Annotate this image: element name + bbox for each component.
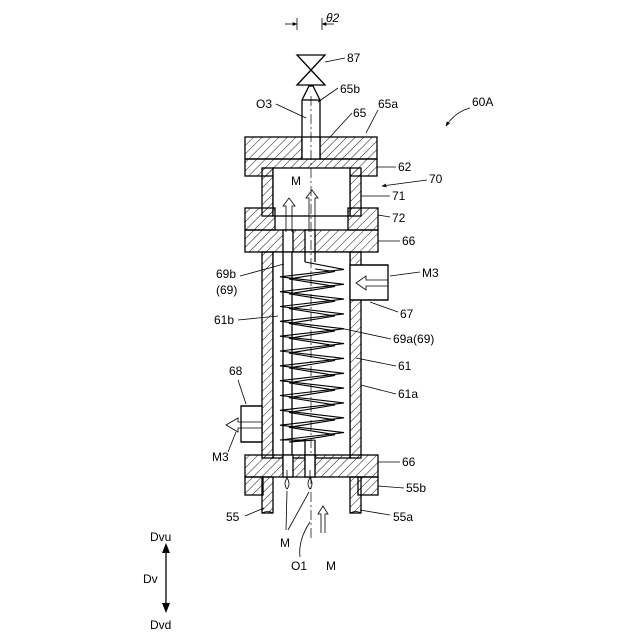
leader-68 [238,380,246,404]
leader-55a [360,510,390,515]
leader-65a [366,110,378,133]
label-66-top: 66 [402,234,416,248]
label-69a: 69a(69) [393,332,434,346]
leader-65b [318,88,338,102]
leader-67 [370,302,398,312]
leader-65 [330,113,352,137]
label-55b: 55b [406,481,426,495]
label-O1: O1 [291,559,307,573]
leader-M3-left [228,432,236,452]
label-theta2: θ2 [326,11,340,25]
label-Dvu: Dvu [150,530,171,544]
label-62: 62 [398,160,412,174]
label-65b: 65b [340,82,360,96]
label-61a: 61a [398,387,418,401]
label-M3-left: M3 [212,450,229,464]
valve-87 [297,55,325,85]
label-61b: 61b [214,313,234,327]
vertical-direction-arrow [162,543,170,613]
label-65: 65 [353,106,367,120]
label-Dvd: Dvd [150,618,171,632]
label-69b: 69b [216,267,236,281]
label-M-top: M [291,174,301,188]
inlet-pipe-67 [350,265,388,300]
label-M-bottom-left: M [280,536,290,550]
leader-70 [382,180,427,186]
label-69-paren: (69) [216,283,237,297]
label-66-bottom: 66 [402,455,416,469]
leader-55 [245,508,264,516]
label-60A: 60A [472,95,493,109]
label-Dv: Dv [143,572,158,586]
leader-60A [446,108,470,126]
label-67: 67 [400,307,414,321]
flow-arrow-bottom [318,506,328,533]
label-65a: 65a [378,97,398,111]
leader-M-bottom-left-2 [288,492,309,530]
nozzle-65b [302,86,320,140]
label-87: 87 [347,51,361,65]
label-55: 55 [226,510,240,524]
label-M-bottom-right: M [326,559,336,573]
outlet-pipe-68 [226,406,262,442]
label-M3-right: M3 [422,266,439,280]
leader-61a [361,385,396,394]
label-68: 68 [229,364,243,378]
label-O3: O3 [256,97,272,111]
label-55a: 55a [393,510,413,524]
label-70: 70 [429,172,443,186]
leader-M-bottom-left [286,491,287,530]
leader-O1 [300,522,310,557]
label-72: 72 [392,211,406,225]
leader-87 [325,58,345,62]
label-61: 61 [398,359,412,373]
label-71: 71 [392,189,406,203]
leader-M3-right [390,272,420,276]
leader-55b [378,486,404,488]
leader-72 [378,215,390,217]
upper-chamber-71 [262,168,361,216]
leader-61 [356,358,396,366]
